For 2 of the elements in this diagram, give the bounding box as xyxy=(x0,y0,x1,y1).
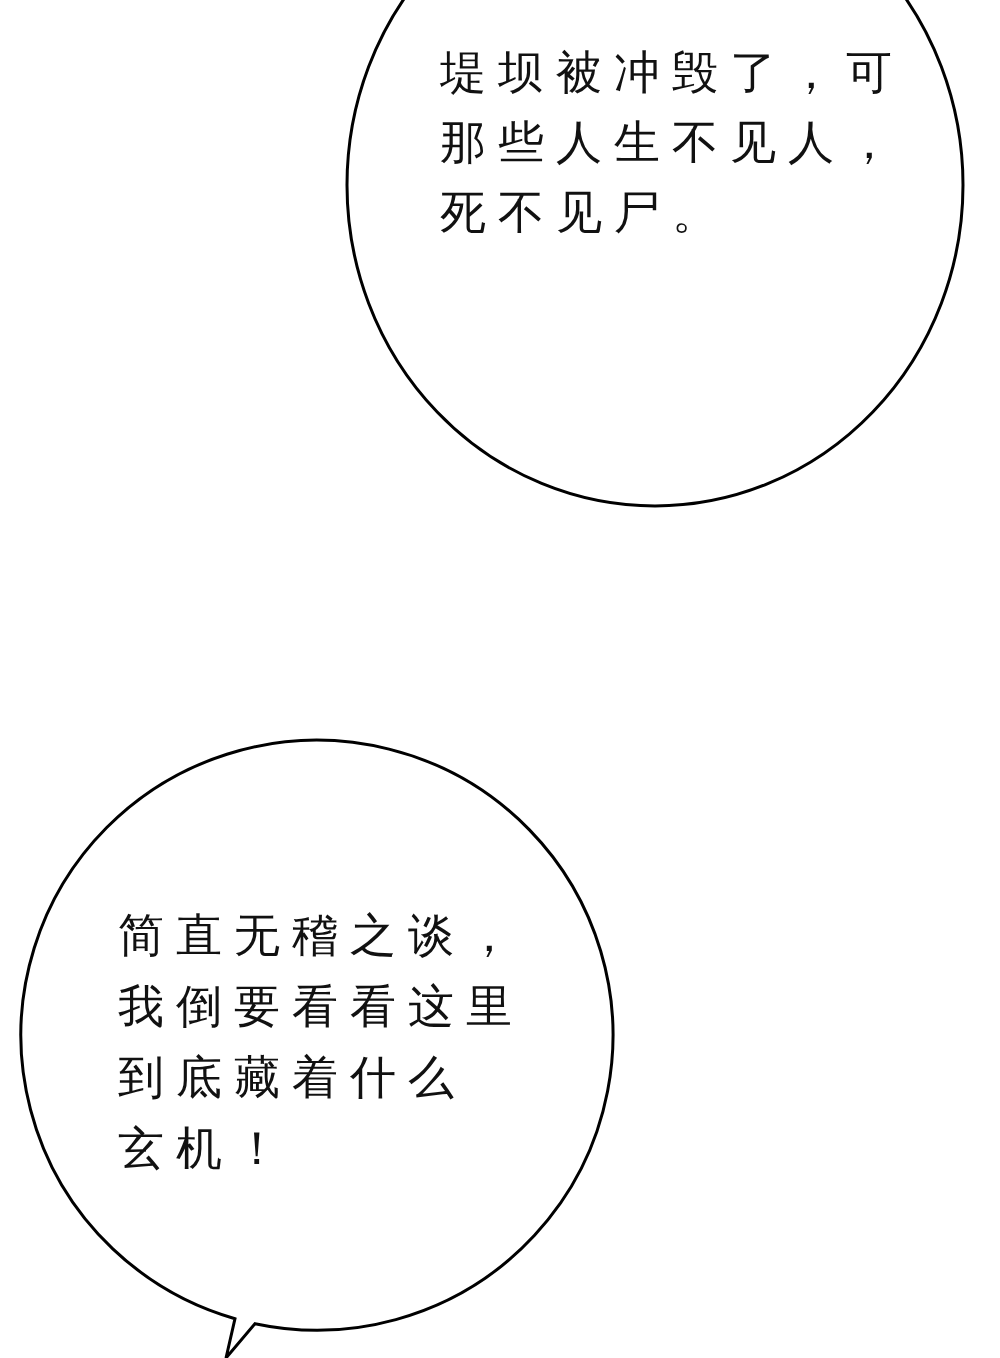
speech-text: 简直无稽之谈，我倒要看看这里到底藏着什么玄机！ xyxy=(118,907,524,1177)
speech-text: 堤坝被冲毁了，可那些人生不见人，死不见尸。 xyxy=(440,44,904,241)
